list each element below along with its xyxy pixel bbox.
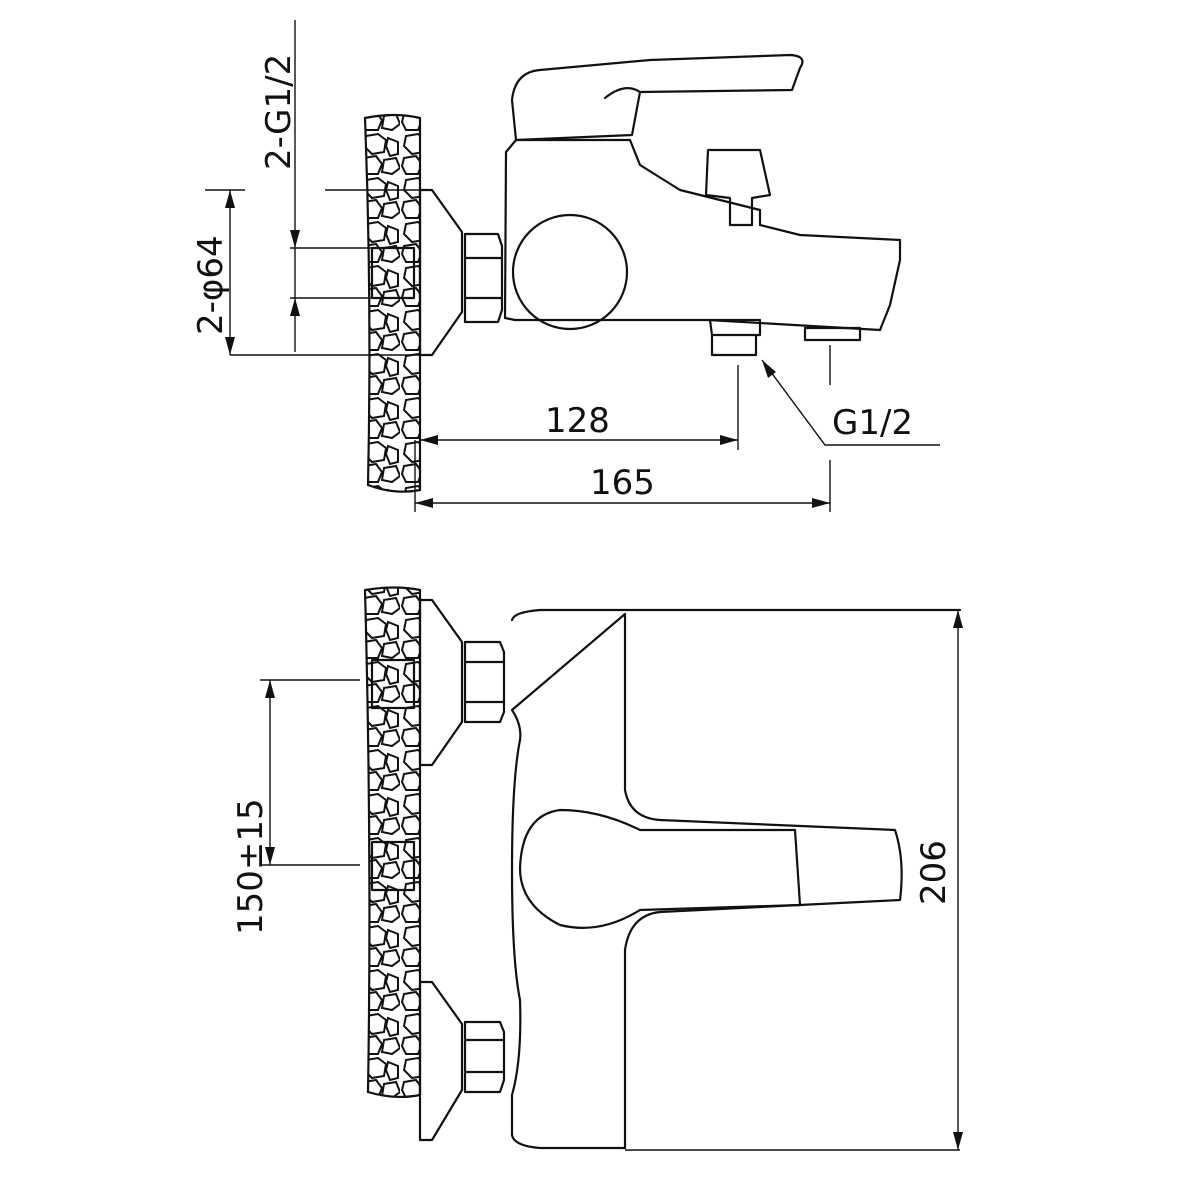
dim-spout-length-label: 165 bbox=[590, 463, 655, 503]
plan-view: 150±15 206 bbox=[231, 586, 963, 1151]
connector-line-1 bbox=[230, 189, 430, 356]
side-elevation-view: 2-φ64 2-G1/2 128 165 G1/2 bbox=[191, 20, 940, 512]
hex-nut bbox=[463, 232, 504, 324]
leader-line bbox=[761, 359, 940, 446]
dim-flange-diameter-label: 2-φ64 bbox=[191, 235, 231, 335]
inlet-pipe-lower bbox=[370, 840, 416, 892]
flange-upper bbox=[418, 598, 464, 767]
outlet-fitting bbox=[708, 318, 762, 357]
leader-arrow bbox=[762, 360, 776, 378]
dim-arrows bbox=[290, 230, 300, 316]
dim-outlet-offset-label: 128 bbox=[545, 401, 610, 441]
dim-outlet-thread-label: G1/2 bbox=[832, 403, 913, 443]
mixer-body bbox=[510, 608, 962, 1150]
flange-lower bbox=[418, 980, 464, 1142]
mixer-body bbox=[503, 138, 902, 332]
flange bbox=[418, 188, 464, 357]
dim-body-width-label: 206 bbox=[914, 840, 954, 905]
dim-arrows bbox=[225, 190, 235, 355]
diverter-knob bbox=[704, 148, 772, 227]
hex-nut-lower bbox=[463, 1020, 506, 1094]
inlet-pipe bbox=[370, 246, 416, 300]
aerator-outlet bbox=[803, 326, 862, 342]
dim-inlet-thread-label: 2-G1/2 bbox=[259, 54, 299, 170]
inlet-pipe-upper bbox=[370, 658, 416, 710]
wall-section bbox=[363, 113, 422, 493]
lever-handle bbox=[510, 53, 804, 142]
dim-center-distance-label: 150±15 bbox=[231, 798, 271, 935]
body-cap bbox=[511, 213, 629, 331]
hex-nut-upper bbox=[463, 640, 506, 724]
lever-handle bbox=[518, 808, 802, 929]
